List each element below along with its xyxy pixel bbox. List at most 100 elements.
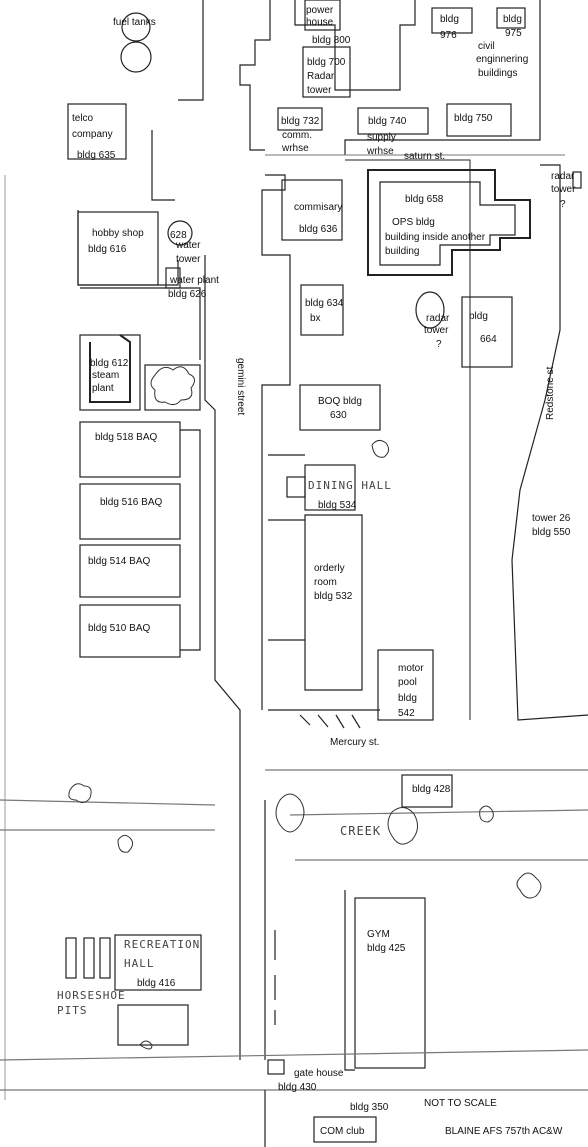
label-water-tower-num: 628 (170, 230, 187, 241)
label-bldg-430: bldg 430 (278, 1082, 317, 1093)
radar-tower-mid (415, 291, 445, 329)
bldg-635 (67, 103, 127, 160)
label-civil-1: civil (478, 41, 495, 52)
label-horseshoe-2: PITS (57, 1004, 88, 1017)
label-bldg-976-a: bldg (440, 14, 459, 25)
label-baq-516: bldg 516 BAQ (100, 497, 163, 508)
bldg-510 (79, 604, 181, 658)
label-comm-2: wrhse (282, 143, 309, 154)
fuel-tank (121, 12, 151, 42)
ops-bldg (367, 169, 531, 276)
label-hobby-1: hobby shop (92, 228, 144, 239)
bldg-634 (300, 284, 344, 336)
label-gemini-street: gemini street (235, 358, 246, 416)
fuel-tank (120, 41, 152, 73)
label-baq-518: bldg 518 BAQ (95, 432, 158, 443)
label-bldg-976-b: 976 (440, 30, 457, 41)
label-motor-4: 542 (398, 708, 415, 719)
label-bldg-975-a: bldg (503, 14, 522, 25)
label-telco-1: telco (72, 113, 94, 124)
label-radar-mid-2: tower (424, 325, 449, 336)
label-radar-ne-1: radar (551, 171, 575, 182)
bldg-664 (461, 296, 513, 368)
label-gym-1: GYM (367, 929, 390, 940)
label-ops-1: OPS bldg (392, 217, 435, 228)
label-gym-2: bldg 425 (367, 943, 406, 954)
label-supply-1: supply (367, 132, 396, 143)
bldg-350 (313, 1116, 377, 1143)
label-bldg-626: bldg 626 (168, 289, 207, 300)
label-bldg-534: bldg 534 (318, 500, 357, 511)
bldg-428 (401, 774, 453, 808)
label-blaine-title: BLAINE AFS 757th AC&W (445, 1126, 563, 1137)
label-com-club: COM club (320, 1126, 365, 1137)
label-bx: bx (310, 313, 321, 324)
label-bldg-350: bldg 350 (350, 1102, 389, 1113)
label-orderly-3: bldg 532 (314, 591, 353, 602)
bldg-630 (299, 384, 381, 431)
label-boq-2: 630 (330, 410, 347, 421)
bldg-514 (79, 544, 181, 598)
label-civil-2: enginnering (476, 54, 529, 65)
label-power-house: power house (306, 5, 334, 28)
label-water-plant: water plant (170, 275, 219, 286)
label-recreation-1: RECREATION (124, 938, 201, 951)
label-hobby-2: bldg 616 (88, 244, 127, 255)
label-bldg-732: bldg 732 (281, 116, 320, 127)
label-bldg-750: bldg 750 (454, 113, 493, 124)
bldg-532 (304, 514, 363, 691)
label-gate-house: gate house (294, 1068, 344, 1079)
label-bldg-664-a: bldg (469, 311, 488, 322)
label-dining-hall: DINING HALL (308, 479, 392, 492)
bldg-975 (496, 7, 526, 29)
label-bldg-975-b: 975 (505, 28, 522, 39)
label-bldg-636: bldg 636 (299, 224, 338, 235)
bldg-750 (446, 103, 512, 137)
label-commisary: commisary (294, 202, 343, 213)
label-bldg-700-3: tower (307, 85, 332, 96)
bldg-976 (431, 7, 473, 34)
label-bldg-634: bldg 634 (305, 298, 344, 309)
label-creek: CREEK (340, 824, 382, 838)
label-bldg-740: bldg 740 (368, 116, 407, 127)
label-radar-ne-3: ? (560, 199, 566, 210)
bldg-700 (302, 46, 351, 98)
label-bldg-700-2: Radar (307, 71, 335, 82)
label-motor-1: motor (398, 663, 424, 674)
label-steam-3: plant (92, 383, 114, 394)
label-bldg-700-1: bldg 700 (307, 57, 346, 68)
bldg-416 (114, 934, 202, 991)
label-ops-2: building inside another (385, 232, 486, 243)
bldg-518 (79, 421, 181, 478)
label-bldg-416: bldg 416 (137, 978, 176, 989)
water-tower (167, 220, 193, 246)
label-bldg-664-b: 664 (480, 334, 497, 345)
bldg-732 (277, 107, 323, 131)
label-radar-ne-2: tower (551, 184, 576, 195)
label-tower26-1: tower 26 (532, 513, 571, 524)
label-redstone-st: Redstone st (545, 366, 556, 420)
bldg-542 (377, 649, 434, 721)
label-recreation-2: HALL (124, 957, 155, 970)
label-motor-2: pool (398, 677, 417, 688)
label-bldg-428: bldg 428 (412, 784, 451, 795)
label-horseshoe-1: HORSESHOE (57, 989, 126, 1002)
label-water-tower-2: tower (176, 254, 201, 265)
radar-tower-ne (572, 171, 582, 189)
bldg-425 (354, 897, 426, 1069)
bldg-636 (281, 179, 343, 241)
label-not-to-scale: NOT TO SCALE (424, 1098, 497, 1109)
label-telco-3: bldg 635 (77, 150, 116, 161)
label-orderly-2: room (314, 577, 337, 588)
bldg-616 (77, 211, 159, 286)
label-mercury-st: Mercury st. (330, 737, 380, 748)
label-radar-mid-3: ? (436, 339, 442, 350)
label-boq-1: BOQ bldg (318, 396, 362, 407)
power-house (304, 0, 341, 31)
label-bldg-658: bldg 658 (405, 194, 444, 205)
label-orderly-1: orderly (314, 563, 345, 574)
label-steam-2: steam (92, 370, 120, 381)
label-saturn-st: saturn st. (404, 151, 446, 162)
label-civil-3: buildings (478, 68, 518, 79)
